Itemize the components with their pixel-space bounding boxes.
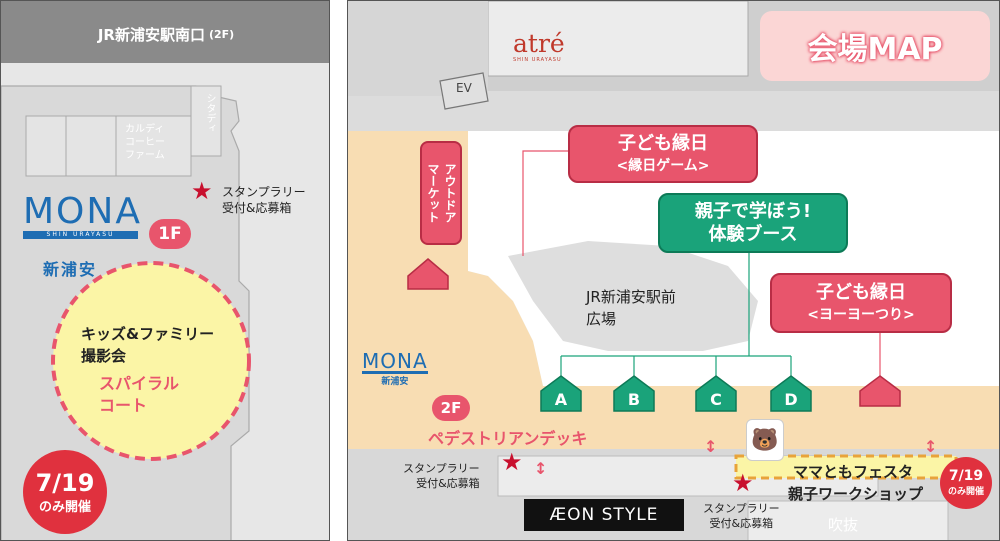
mona-logo-text: MONA [23,191,142,232]
oyako-title: 親子で学ぼう! [694,201,812,222]
outdoor-market-marker [407,258,449,290]
shop-kaldi: カルディ コーヒー ファーム [125,124,165,161]
date-badge-left-text: のみ開催 [38,499,91,515]
mama-fes-sub: 親子ワークショップ [788,485,924,503]
mona-small-text: MONA [362,349,428,374]
atre-logo: atré SHIN URAYASU [513,29,565,64]
booth-b-marker [613,375,655,412]
booth-c-marker [695,375,737,412]
station-header: JR新浦安駅南口 (2F) [1,21,329,47]
event-place-spiral: スパイラル コート [99,374,180,415]
updown-arrow-icon-1: ↕ [534,459,548,478]
plaza-label: JR新浦安駅前 広場 [586,288,676,328]
kodomo-ennichi-game-title: 子ども縁日 [618,133,708,154]
updown-arrow-icon-2: ↕ [704,437,718,456]
atre-logo-sub: SHIN URAYASU [513,57,562,63]
mona-shinurayasu: 新浦安 [43,260,98,279]
ev-label: EV [456,81,472,95]
booth-d-marker [770,375,812,412]
stamp-star-icon: ★ [191,177,213,205]
mama-fes-title: ママともフェスタ [793,463,914,481]
aeon-style-logo: ÆON STYLE [524,499,684,531]
atre-logo-text: atré [513,29,565,58]
oyako-taiken-booth: 親子で学ぼう! 体験ブース [658,193,848,253]
mona-small-jp: 新浦安 [381,377,409,387]
date-badge-left: 7/19 のみ開催 [23,450,107,534]
station-floor: (2F) [208,27,235,41]
right-panel-2f: atré SHIN URAYASU EV 会場MAP アウトドア マーケット 子… [347,0,1000,541]
mascot-bear-icon: 🐻 [746,419,784,461]
shop-citadel: シタディ [204,93,215,133]
event-title-kids: キッズ&ファミリー 撮影会 [81,325,215,365]
outdoor-market-label: アウトドア マーケット [420,141,462,245]
oyako-sub: 体験ブース [708,224,798,245]
map-title: 会場MAP [760,11,990,81]
booth-c-label: C [710,389,722,409]
left-panel-1f: JR新浦安駅南口 (2F) シタディ カルディ コーヒー ファーム ★ スタンプ… [0,0,330,541]
booth-a-marker [540,375,582,412]
kodomo-ennichi-game: 子ども縁日 <縁日ゲーム> [568,125,758,183]
deck-label: ペデストリアンデッキ [428,429,588,448]
mona-logo-sub: SHIN URAYASU [23,231,138,239]
stamp-star-icon-2f-1: ★ [501,448,523,476]
station-header-text: JR新浦安駅南口 [97,25,205,44]
stamp-label-2f-2: スタンプラリー 受付&応募箱 [703,502,780,530]
booth-a-label: A [554,389,568,409]
kodomo-ennichi-game-sub: <縁日ゲーム> [616,158,710,174]
kodomo-ennichi-yoyo-sub: <ヨーヨーつり> [807,307,915,323]
fukinuke-label: 吹抜 [828,516,859,534]
floor-1f-map [1,1,329,540]
floor-badge-2f: 2F [432,395,470,421]
mona-logo: MONA SHIN URAYASU [23,191,142,239]
floor-badge-1f: 1F [149,219,191,249]
booth-b-label: B [627,389,641,409]
kodomo-ennichi-yoyo-title: 子ども縁日 [816,282,906,303]
stamp-star-icon-2f-2: ★ [732,469,754,497]
updown-arrow-icon-3: ↕ [924,437,938,456]
stamp-label-2f-1: スタンプラリー 受付&応募箱 [403,462,480,490]
date-badge-left-date: 7/19 [35,468,95,497]
stamp-label-1f: スタンプラリー 受付&応募箱 [222,185,306,215]
date-badge-right-date: 7/19 [948,468,984,484]
mona-logo-small: MONA 新浦安 [362,351,428,387]
yoyo-marker [859,375,901,407]
booth-d-label: D [784,389,798,409]
floor-2f-map [348,1,999,540]
date-badge-right: 7/19 のみ開催 [940,457,992,509]
date-badge-right-text: のみ開催 [947,487,984,497]
kodomo-ennichi-yoyo: 子ども縁日 <ヨーヨーつり> [770,273,952,333]
